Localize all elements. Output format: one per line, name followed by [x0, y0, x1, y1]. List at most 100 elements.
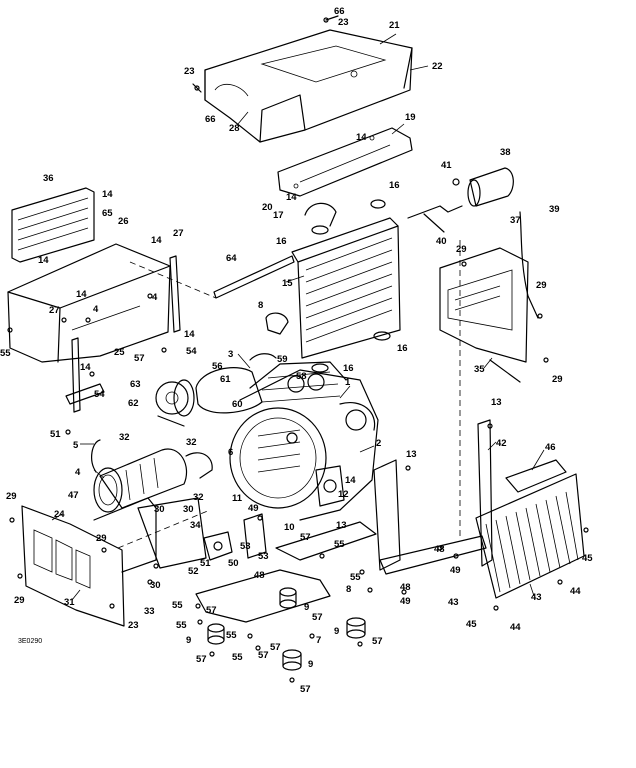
callout-14: 14 [345, 475, 356, 486]
callout-57: 57 [300, 532, 311, 543]
left-screen [11, 187, 95, 263]
callout-13: 13 [491, 397, 502, 408]
callout-57: 57 [258, 650, 269, 661]
lower-left-panel [21, 497, 157, 627]
top-fasteners [192, 15, 339, 93]
callout-4: 4 [75, 467, 81, 478]
callout-52: 52 [188, 566, 199, 577]
callout-23: 23 [184, 66, 195, 77]
callout-15: 15 [282, 278, 293, 289]
callout-23: 23 [338, 17, 349, 28]
callout-61: 61 [220, 374, 231, 385]
callout-58: 58 [296, 371, 307, 382]
callout-66: 66 [205, 114, 216, 125]
callout-57: 57 [312, 612, 323, 623]
radiator [291, 199, 401, 373]
callout-55: 55 [226, 630, 237, 641]
callout-19: 19 [405, 112, 416, 123]
callout-34: 34 [190, 520, 201, 531]
callout-4: 4 [152, 292, 158, 303]
callout-54: 54 [186, 346, 197, 357]
callout-32: 32 [119, 432, 130, 443]
callout-49: 49 [400, 596, 411, 607]
callout-30: 30 [154, 504, 165, 515]
callout-57: 57 [300, 684, 311, 695]
callout-33: 33 [144, 606, 155, 617]
connection-line-3 [129, 261, 217, 299]
callout-21: 21 [389, 20, 400, 31]
callout-17: 17 [273, 210, 284, 221]
callout-55: 55 [172, 600, 183, 611]
callout-14: 14 [38, 255, 49, 266]
callout-57: 57 [270, 642, 281, 653]
callout-40: 40 [436, 236, 447, 247]
callout-48: 48 [400, 582, 411, 593]
callout-31: 31 [64, 597, 75, 608]
callout-30: 30 [183, 504, 194, 515]
callout-44: 44 [570, 586, 581, 597]
callout-labels: 66 23 21 22 23 66 28 19 14 14 20 41 38 1… [0, 6, 593, 695]
callout-41: 41 [441, 160, 452, 171]
callout-32: 32 [193, 492, 204, 503]
callout-9: 9 [334, 626, 339, 637]
callout-20: 20 [262, 202, 273, 213]
callout-23: 23 [128, 620, 139, 631]
callout-25: 25 [114, 347, 125, 358]
callout-43: 43 [448, 597, 459, 608]
callout-54: 54 [94, 389, 105, 400]
callout-9: 9 [304, 602, 309, 613]
callout-8: 8 [346, 584, 351, 595]
connection-line-2 [117, 509, 211, 549]
engine [229, 361, 379, 521]
callout-55: 55 [350, 572, 361, 583]
callout-43: 43 [531, 592, 542, 603]
callout-30: 30 [150, 580, 161, 591]
callout-59: 59 [277, 354, 288, 365]
callout-16: 16 [397, 343, 408, 354]
callout-12: 12 [338, 489, 349, 500]
callout-64: 64 [226, 253, 237, 264]
callout-44: 44 [510, 622, 521, 633]
callout-51: 51 [50, 429, 61, 440]
callout-55: 55 [176, 620, 187, 631]
callout-29: 29 [6, 491, 17, 502]
callout-7: 7 [316, 635, 321, 646]
right-strap [169, 255, 181, 333]
callout-29: 29 [552, 374, 563, 385]
callout-57: 57 [206, 605, 217, 616]
front-grille [475, 459, 585, 599]
callout-8: 8 [258, 300, 263, 311]
radiator-top-bracket [277, 127, 413, 197]
fuel-filter-assembly [407, 167, 539, 319]
leader-lines [51, 33, 545, 601]
callout-22: 22 [432, 61, 443, 72]
callout-48: 48 [254, 570, 265, 581]
callout-55: 55 [0, 348, 11, 359]
callout-53: 53 [258, 551, 269, 562]
callout-37: 37 [510, 215, 521, 226]
callout-13: 13 [406, 449, 417, 460]
callout-49: 49 [248, 503, 259, 514]
callout-27: 27 [49, 305, 60, 316]
callout-29: 29 [14, 595, 25, 606]
callout-39: 39 [549, 204, 560, 215]
callout-47: 47 [68, 490, 79, 501]
callout-29: 29 [536, 280, 547, 291]
center-bracket [137, 497, 207, 569]
callout-4: 4 [93, 304, 99, 315]
callout-29: 29 [456, 244, 467, 255]
callout-36: 36 [43, 173, 54, 184]
callout-14: 14 [76, 289, 87, 300]
callout-65: 65 [102, 208, 113, 219]
left-strap [71, 337, 81, 413]
vibration-isolators [207, 587, 366, 671]
callout-16: 16 [276, 236, 287, 247]
callout-56: 56 [212, 361, 223, 372]
callout-14: 14 [356, 132, 367, 143]
strap-bracket [65, 383, 105, 405]
callout-9: 9 [308, 659, 313, 670]
callout-1: 1 [345, 377, 351, 388]
callout-49: 49 [450, 565, 461, 576]
